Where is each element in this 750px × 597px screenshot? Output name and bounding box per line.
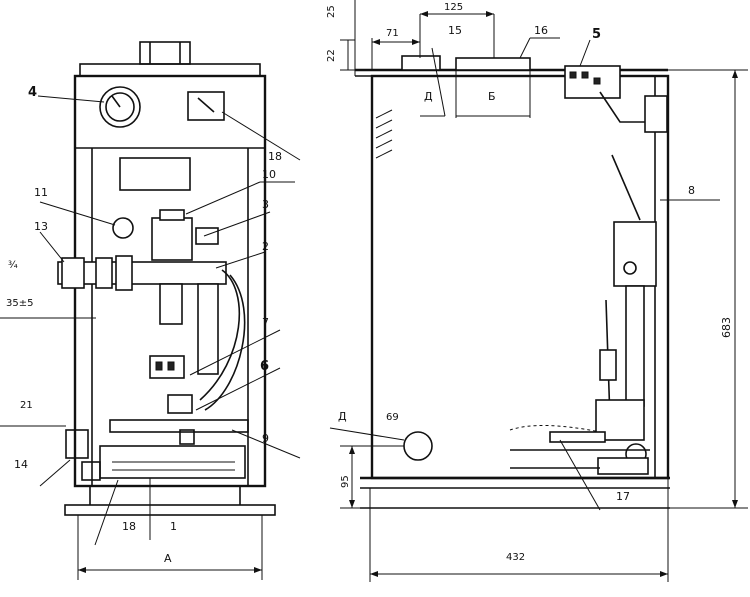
callout-3: 3	[262, 198, 269, 211]
inspection-port	[112, 217, 134, 239]
callout-6: 6	[260, 359, 269, 374]
callout-13: 13	[34, 220, 48, 233]
ignition-unit	[149, 355, 185, 379]
callout-10: 10	[262, 168, 276, 181]
dim-width-label: А	[164, 552, 172, 565]
letter-d-top: Д	[424, 90, 433, 103]
callout-9: 9	[262, 432, 269, 445]
letter-b: Б	[488, 90, 496, 103]
dim-pipe-95: 95	[340, 475, 351, 488]
side-outlet-pipe	[403, 431, 433, 461]
dim-top-22: 22	[326, 49, 337, 62]
base-plate	[64, 504, 276, 516]
callout-11: 11	[34, 186, 48, 199]
callout-1: 1	[170, 520, 177, 533]
left-callouts: 4 18 10 11 3 13 2 7 6 9 14 18 1 ¾ 35±5 2…	[6, 85, 282, 565]
top-panel	[79, 63, 261, 77]
callout-5: 5	[592, 27, 601, 42]
callout-14: 14	[14, 458, 28, 471]
control-box	[564, 65, 621, 99]
flue-outlet	[139, 41, 191, 65]
callout-16: 16	[534, 24, 548, 37]
dim-top-25: 25	[326, 5, 337, 18]
valve-knob	[195, 227, 219, 245]
sight-window	[119, 157, 191, 191]
front-view	[57, 41, 276, 580]
right-callouts: 15 16 5 8 17 Д Б Д 25 22 71 125 683 69 9…	[326, 2, 733, 563]
dim-height-683: 683	[720, 317, 733, 338]
callout-8: 8	[688, 184, 695, 197]
gas-valve	[151, 217, 193, 261]
dim-bottom-offset: 21	[20, 400, 33, 411]
dim-top-71: 71	[386, 28, 399, 39]
callout-2: 2	[262, 240, 269, 253]
callout-17: 17	[616, 490, 630, 503]
callout-15: 15	[448, 24, 462, 37]
left-leaders	[0, 95, 301, 546]
callout-7: 7	[262, 316, 269, 329]
dim-offset: 35±5	[6, 298, 33, 309]
letter-d-bottom: Д	[338, 410, 347, 423]
insulation-hatch	[375, 109, 393, 159]
dim-depth-432: 432	[506, 552, 525, 563]
thermostat	[644, 95, 668, 133]
dim-top-125: 125	[444, 2, 463, 13]
callout-18-top: 18	[268, 150, 282, 163]
side-gas-valve	[613, 221, 657, 287]
callout-4: 4	[28, 85, 37, 100]
dim-inlet: ¾	[8, 260, 18, 271]
callout-18-bottom: 18	[122, 520, 136, 533]
top-fitting-d	[401, 55, 441, 71]
side-view	[329, 0, 748, 582]
dim-pipe-69: 69	[386, 412, 399, 423]
top-fitting-b	[455, 57, 531, 71]
